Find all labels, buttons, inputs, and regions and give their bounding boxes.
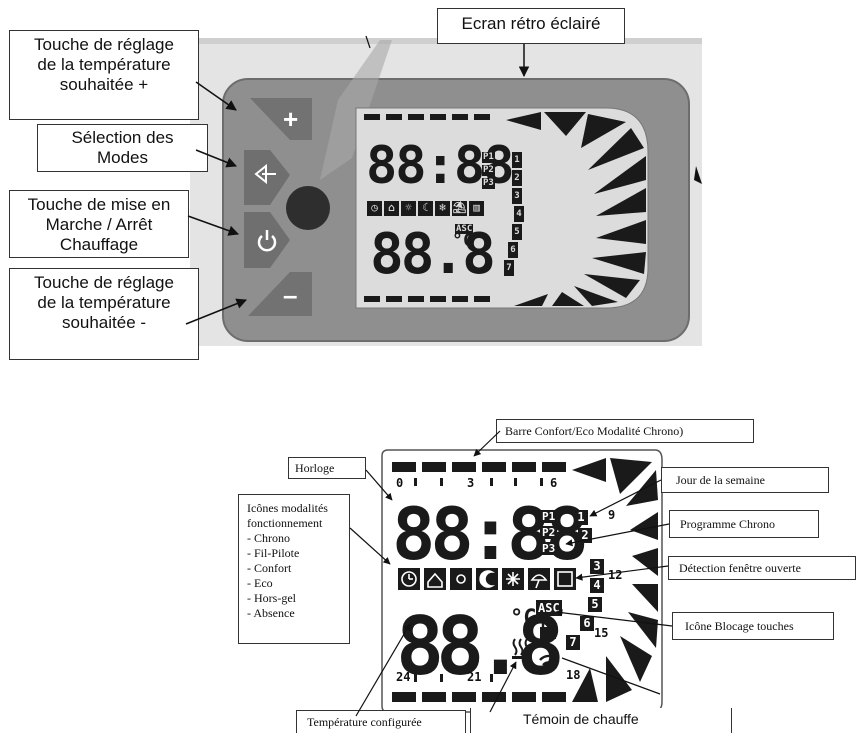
top-p2: P2	[482, 165, 495, 176]
top-day-1: 1	[512, 152, 522, 168]
tick-15: 15	[594, 626, 609, 640]
tick-3: 3	[467, 476, 475, 490]
label-horloge: Horloge	[288, 457, 366, 479]
top-day-6: 6	[508, 242, 518, 258]
day-6: 6	[580, 616, 594, 631]
plus-button-shape	[250, 98, 312, 140]
program-icons: P1 P2 P3	[540, 510, 558, 555]
top-p3: P3	[482, 178, 495, 189]
day-4: 4	[590, 578, 604, 593]
day-1: 1	[574, 510, 588, 525]
top-day-2: 2	[512, 170, 522, 186]
top-lcd	[355, 107, 649, 309]
asc-icon: ASC	[536, 600, 562, 616]
label-ecran: Ecran rétro éclairé	[437, 8, 625, 44]
minus-button-shape	[248, 272, 312, 316]
tick-0: 0	[396, 476, 404, 490]
top-p1: P1	[482, 152, 495, 163]
label-programme: Programme Chrono	[669, 510, 819, 538]
top-temp-digits: 88.8	[370, 222, 496, 287]
label-icones: Icônes modalités fonctionnement - Chrono…	[238, 494, 350, 644]
top-day-icons: 1 2 3 4 5 6 7	[504, 152, 524, 276]
label-temoin: Témoin de chauffe	[470, 708, 732, 733]
tick-24: 24	[396, 670, 411, 684]
label-blocage: Icône Blocage touches	[672, 612, 834, 640]
program-p3: P3	[540, 542, 558, 555]
top-day-7: 7	[504, 260, 514, 276]
top-day-5: 5	[512, 224, 522, 240]
top-day-3: 3	[512, 188, 522, 204]
tick-9: 9	[608, 508, 616, 522]
top-unit: °C	[452, 230, 474, 251]
plus-button[interactable]: +	[283, 104, 299, 134]
top-day-4: 4	[514, 206, 524, 222]
tick-12: 12	[608, 568, 623, 582]
label-temp-conf: Température configurée	[296, 710, 466, 733]
label-barre: Barre Confort/Eco Modalité Chrono)	[496, 419, 754, 443]
day-7: 7	[566, 635, 580, 650]
top-mode-icons: ◷⌂☼☾❄⛱▥	[367, 198, 484, 216]
program-p1: P1	[540, 510, 558, 523]
tick-21: 21	[467, 670, 482, 684]
top-asc: ASC	[455, 224, 474, 234]
program-p2: P2	[540, 526, 558, 539]
day-3: 3	[590, 559, 604, 574]
temp-unit: °C	[510, 606, 537, 631]
minus-button[interactable]: –	[283, 280, 298, 310]
top-program-icons: P1 P2 P3	[482, 152, 495, 189]
light-sensor	[286, 186, 330, 230]
label-jour: Jour de la semaine	[661, 467, 829, 493]
icones-list: - Chrono - Fil-Pilote - Confort - Eco - …	[247, 531, 300, 620]
day-5: 5	[588, 597, 602, 612]
tick-18: 18	[566, 668, 581, 682]
tick-6: 6	[550, 476, 558, 490]
